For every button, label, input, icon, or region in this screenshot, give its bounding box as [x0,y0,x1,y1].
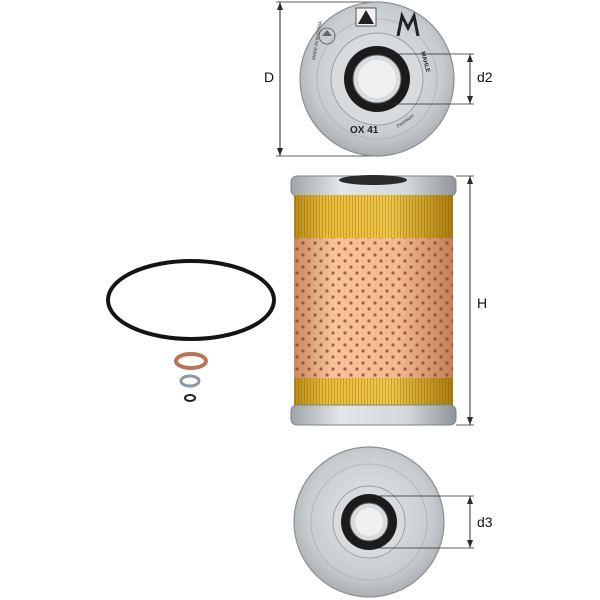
accessories [106,259,276,402]
large-o-ring [106,259,276,341]
dimension-D-label: D [264,69,274,85]
dimension-d2: d2 [377,53,493,105]
dimension-H: H [456,175,487,426]
dimension-H-label: H [477,295,487,311]
dimension-d3: d3 [369,495,493,549]
mann-logo [355,7,377,27]
side-bottom-cap [290,404,457,426]
cert-emblem [318,27,336,45]
m-logo [396,11,420,37]
top-view: D OX 41 MAHLE MADE IN AUSTRIA Premium [264,1,493,157]
dimension-d3-label: d3 [477,514,493,530]
tiny-o-ring [184,394,196,402]
dimension-d2-label: d2 [477,69,493,85]
side-top-opening [339,175,407,185]
side-view: H [290,175,487,426]
copper-washer [174,352,208,370]
dimension-D: D [264,1,380,157]
bottom-view: d3 [293,446,493,598]
part-number: OX 41 [350,125,379,136]
country-text: MADE IN AUSTRIA [311,21,323,61]
small-o-ring [179,374,201,388]
brand-text: MAHLE [419,51,430,73]
